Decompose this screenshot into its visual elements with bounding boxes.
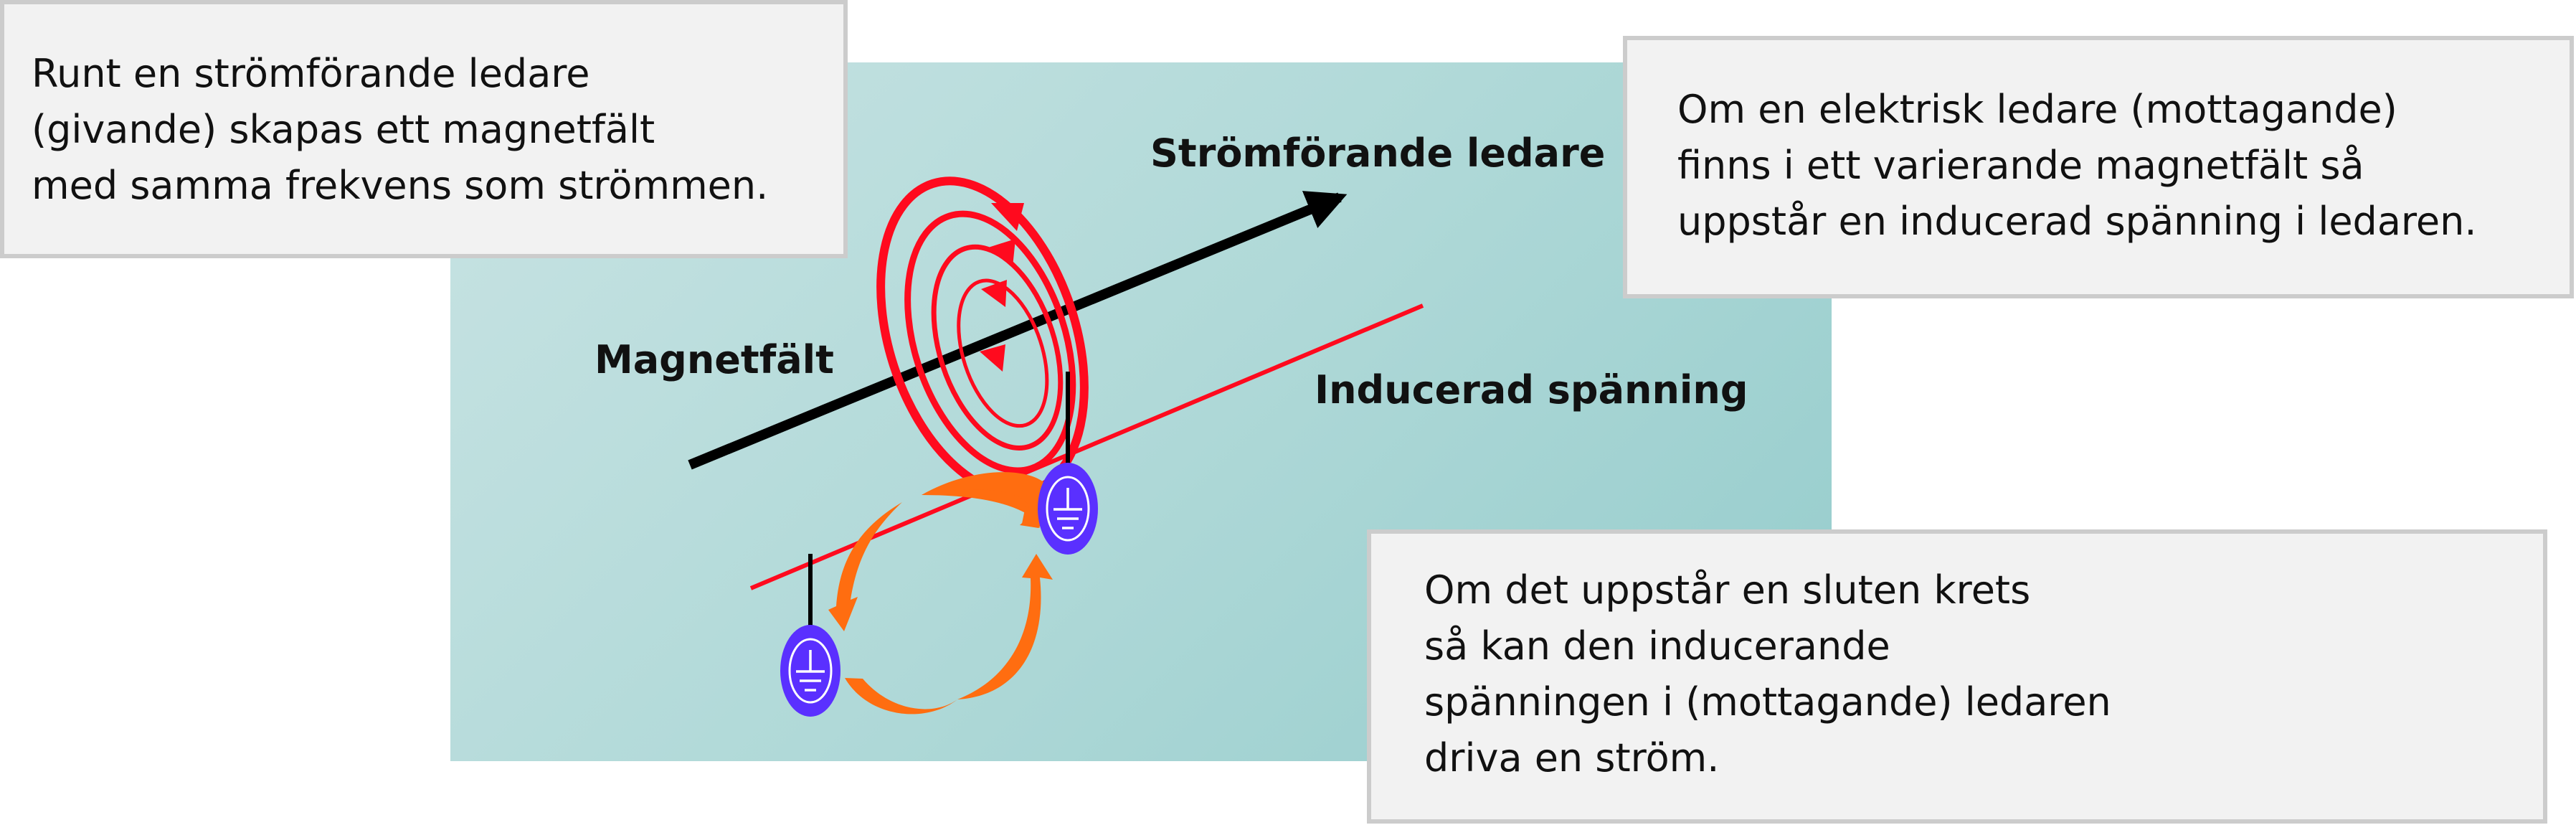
arrowhead-icon (980, 344, 1005, 372)
conductor-label: Strömförande ledare (1150, 131, 1606, 176)
callout-line: Om en elektrisk ledare (mottagande) (1677, 87, 2397, 132)
receiving-conductor (749, 303, 1424, 590)
arrowhead-icon (1022, 506, 1040, 528)
callout-line: spänningen i (mottagande) ledaren (1424, 679, 2111, 725)
arrowhead-icon (981, 280, 1007, 307)
magnetic-field-rings (876, 176, 1089, 498)
ground-symbol-right (1038, 463, 1098, 555)
current-arrow (828, 502, 902, 631)
callout-line: finns i ett varierande magnetfält så (1677, 143, 2364, 188)
field-ring (957, 278, 1049, 428)
receiving-conductor-callout: Om en elektrisk ledare (mottagande) finn… (1623, 36, 2574, 298)
callout-line: uppstår en inducerad spänning i ledaren. (1677, 199, 2477, 244)
closed-circuit-callout: Om det uppstår en sluten krets så kan de… (1367, 529, 2547, 824)
current-arrow (845, 678, 957, 715)
arrowhead-icon (988, 239, 1015, 267)
callout-line: Runt en strömförande ledare (32, 51, 590, 96)
field-arrowheads (980, 203, 1024, 372)
induced-current-arrows (828, 472, 1064, 715)
induced-voltage-label: Inducerad spänning (1315, 367, 1748, 412)
callout-line: med samma frekvens som strömmen. (32, 163, 769, 208)
field-ring (876, 176, 1089, 498)
callout-line: Om det uppstår en sluten krets (1424, 567, 2031, 613)
callout-line: driva en ström. (1424, 735, 1720, 781)
current-carrying-conductor (688, 191, 1348, 470)
field-ring (931, 244, 1064, 451)
callout-line: så kan den inducerande (1424, 623, 1890, 669)
ground-symbol-left (780, 625, 840, 717)
arrowhead-icon (991, 203, 1024, 231)
callout-line: (givande) skapas ett magnetfält (32, 107, 655, 152)
magnetic-field-label: Magnetfält (595, 337, 834, 382)
giving-conductor-callout: Runt en strömförande ledare (givande) sk… (0, 0, 848, 258)
current-arrow (957, 554, 1053, 699)
